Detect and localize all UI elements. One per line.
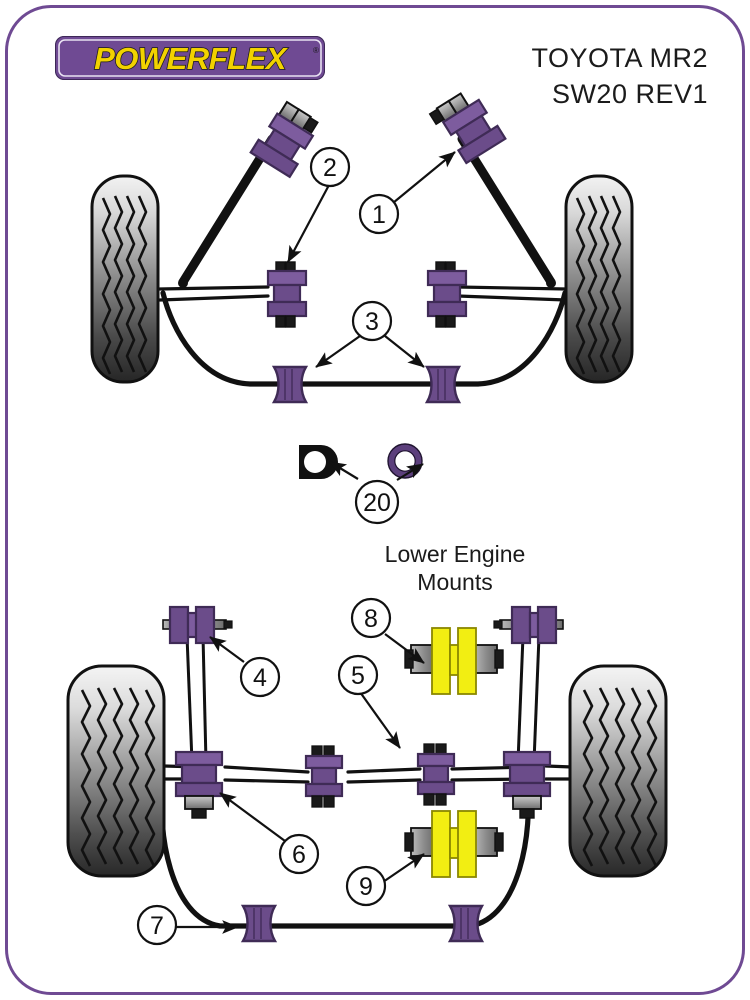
- callout-9[interactable]: 9: [345, 865, 387, 907]
- rear-lower-arm-inner-bush: [416, 743, 456, 806]
- front-left-tire: [90, 174, 160, 384]
- rear-upper-links: [185, 635, 541, 763]
- rear-suspension-view: [66, 605, 668, 943]
- front-right-tire: [564, 174, 634, 384]
- rear-upper-link-bush-right: [493, 605, 564, 645]
- leader-20a: [329, 461, 359, 480]
- callout-8[interactable]: 8: [350, 597, 392, 639]
- callout-5-label: 5: [351, 662, 365, 690]
- callout-1[interactable]: 1: [358, 193, 400, 235]
- lower-engine-mounts-label: Lower Engine Mounts: [345, 540, 565, 596]
- leader-2: [287, 184, 330, 263]
- callout-markers: 1 2 3 4 5 6 7: [136, 146, 400, 946]
- leader-20b: [396, 463, 424, 481]
- callout-2-label: 2: [323, 154, 337, 182]
- front-strut-top-mount-left: [249, 100, 319, 179]
- leader-6: [219, 792, 286, 842]
- callout-20[interactable]: 20: [354, 479, 400, 525]
- front-anti-roll-bar: [160, 290, 568, 387]
- leader-8: [384, 633, 425, 664]
- powerflex-logo[interactable]: POWERFLEX ®: [55, 36, 325, 80]
- front-anti-roll-bar-bush-left: [271, 365, 309, 404]
- leader-9: [382, 853, 425, 883]
- callout-leader-lines: [175, 151, 456, 934]
- front-strut-left: [178, 134, 277, 287]
- front-strut-right-pivot: [546, 278, 556, 288]
- title-line-1: TOYOTA MR2: [531, 43, 708, 73]
- leader-3a: [315, 335, 361, 368]
- callout-3[interactable]: 3: [351, 300, 393, 342]
- callout-9-label: 9: [359, 873, 373, 901]
- callout-20-label: 20: [363, 489, 391, 517]
- callout-7[interactable]: 7: [136, 904, 178, 946]
- callout-8-label: 8: [364, 605, 378, 633]
- rear-left-tire: [66, 664, 166, 878]
- callout-6[interactable]: 6: [278, 833, 320, 875]
- lem-line-1: Lower Engine: [384, 541, 526, 567]
- front-suspension-links: [158, 285, 568, 302]
- rear-anti-roll-bar-bush-right: [447, 904, 485, 943]
- leader-3b: [384, 335, 425, 368]
- front-strut-left-pivot: [178, 278, 188, 288]
- callout-5[interactable]: 5: [337, 654, 379, 696]
- rear-lower-arm-outer-bush-right: [502, 750, 552, 819]
- leader-5: [359, 691, 401, 749]
- callout-1-label: 1: [372, 201, 386, 229]
- rear-upper-link-bush-left: [162, 605, 233, 645]
- front-strut-right: [457, 134, 556, 287]
- front-strut-top-mount-right: [428, 92, 507, 165]
- gearshift-bush-and-ring: [299, 443, 423, 479]
- rear-anti-roll-bar-bush-left: [240, 904, 278, 943]
- leader-4: [209, 636, 245, 663]
- rear-lower-arm-mid-bush-left: [304, 745, 344, 808]
- front-wishbone-bush-left: [266, 261, 308, 328]
- lower-engine-mount-lower: [404, 810, 504, 878]
- callout-6-label: 6: [292, 841, 306, 869]
- rear-lower-arms: [162, 764, 574, 784]
- front-anti-roll-bar-bush-right: [424, 365, 462, 404]
- page-title: TOYOTA MR2 SW20 REV1: [531, 40, 708, 112]
- front-wishbone-bush-right: [426, 261, 468, 328]
- callout-4[interactable]: 4: [239, 656, 281, 698]
- powerflex-wordmark: POWERFLEX: [94, 41, 289, 76]
- callout-3-label: 3: [365, 308, 379, 336]
- rear-lower-arm-outer-bush-left: [174, 750, 224, 819]
- callout-2[interactable]: 2: [309, 146, 351, 188]
- front-suspension-view: [90, 92, 634, 404]
- lem-line-2: Mounts: [417, 569, 493, 595]
- title-line-2: SW20 REV1: [551, 79, 708, 109]
- registered-trademark-icon: ®: [313, 46, 319, 55]
- callout-4-label: 4: [253, 664, 267, 692]
- rear-right-tire: [568, 664, 668, 878]
- callout-7-label: 7: [150, 912, 164, 940]
